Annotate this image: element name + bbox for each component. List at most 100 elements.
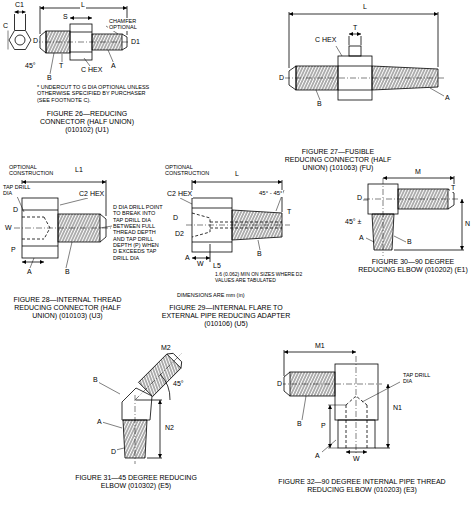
dimension-label: D	[32, 37, 39, 45]
fusible-reducing-connector-fu-part	[338, 90, 372, 91]
flare-to-pipe-adapter-u5-part	[210, 244, 211, 262]
dimension-label: N1	[392, 404, 403, 412]
90-degree-reducing-elbow-e1-part	[366, 238, 374, 242]
internal-thread-reducing-connector-u3-part	[14, 228, 112, 229]
flare-to-pipe-adapter-u5	[180, 180, 290, 262]
dimension-label: D	[12, 206, 19, 214]
note-label: TAP DRILL DIA	[2, 184, 36, 197]
45-degree-reducing-elbow-e5-part	[116, 448, 124, 450]
part-label: B	[92, 376, 99, 384]
reducing-connector-u1-part	[50, 53, 54, 74]
flare-to-pipe-adapter-u5-part	[186, 225, 290, 226]
90-degree-internal-pipe-elbow-e3-part	[302, 396, 306, 420]
part-label: A	[96, 418, 103, 426]
dimension-label: D	[172, 214, 179, 222]
90-degree-reducing-elbow-e1-part	[383, 178, 384, 256]
dimension-label: D	[356, 194, 363, 202]
dimension-label: L1	[74, 166, 84, 174]
reducing-connector-u1-part	[15, 12, 26, 13]
note-label: CHAMFER OPTIONAL	[108, 18, 150, 31]
note-label: OPTIONAL CONSTRUCTION	[164, 164, 226, 177]
part-label: A	[26, 268, 33, 276]
45-degree-reducing-elbow-e5-part	[135, 395, 136, 464]
part-label: B	[296, 420, 303, 428]
dimension-label: C1	[14, 1, 25, 9]
90-degree-reducing-elbow-e1-part	[462, 199, 463, 250]
reducing-connector-u1-part	[34, 42, 132, 43]
90-degree-reducing-elbow-e1-part	[383, 178, 454, 179]
reducing-connector-u1-part	[62, 54, 63, 62]
dimension-label: P	[10, 246, 17, 254]
figure-caption: FIGURE 27—FUSIBLE REDUCING CONNECTOR (HA…	[282, 148, 394, 172]
internal-thread-reducing-connector-u3-part	[100, 226, 112, 228]
angle-label: 45°	[24, 62, 37, 70]
90-degree-internal-pipe-elbow-e3-part	[284, 352, 356, 353]
90-degree-internal-pipe-elbow-e3-part	[328, 448, 338, 449]
dimension-label: M2	[160, 344, 172, 352]
90-degree-internal-pipe-elbow-e3-part	[284, 350, 285, 376]
reducing-connector-u1-part	[9, 31, 31, 50]
dimension-label: D1	[130, 38, 141, 46]
flare-to-pipe-adapter-u5-part	[192, 208, 232, 209]
90-degree-internal-pipe-elbow-e3-part	[356, 356, 357, 454]
45-degree-reducing-elbow-e5-part	[102, 422, 122, 428]
note-label: 1.6 (0.062) MIN ON SIZES WHERE D2 VALUES…	[214, 272, 312, 284]
footnote: * UNDERCUT TO G DIA OPTIONAL UNLESS OTHE…	[36, 84, 158, 103]
fusible-reducing-connector-fu-part	[349, 46, 361, 56]
fusible-reducing-connector-fu-part	[349, 36, 350, 45]
dimension-label: L	[80, 1, 86, 9]
note-label: TAP DRILL DIA	[402, 372, 440, 385]
45-degree-reducing-elbow-e5-part	[98, 382, 120, 394]
reducing-connector-u1-part	[92, 34, 122, 50]
dimension-label: T	[286, 208, 292, 216]
fusible-reducing-connector-fu-part	[336, 46, 342, 56]
fusible-reducing-connector-fu-part	[289, 14, 438, 15]
flare-to-pipe-adapter-u5-part	[192, 182, 282, 183]
fusible-reducing-connector-fu-part	[316, 90, 320, 100]
fusible-reducing-connector-fu-part	[284, 78, 444, 79]
part-label: A	[358, 234, 365, 242]
fusible-reducing-connector-fu-part	[338, 66, 372, 67]
dimension-label: T	[352, 24, 358, 32]
90-degree-internal-pipe-elbow-e3-part	[280, 384, 382, 385]
90-degree-internal-pipe-elbow-e3-part	[346, 452, 367, 453]
90-degree-reducing-elbow-e1-part	[364, 199, 460, 200]
90-degree-internal-pipe-elbow-e3-part	[330, 405, 331, 448]
flare-to-pipe-adapter-u5-part	[258, 240, 260, 250]
part-label: B	[64, 268, 71, 276]
internal-thread-reducing-connector-u3-part	[22, 210, 58, 211]
dimension-label: D2	[174, 230, 185, 238]
dimension-label: D	[276, 380, 283, 388]
note-label: D DIA DRILL POINT TO BREAK INTO TAP DRIL…	[112, 204, 164, 261]
dimension-label: L	[362, 3, 368, 11]
internal-thread-reducing-connector-u3-part	[60, 198, 88, 205]
dimension-label: P	[320, 422, 327, 430]
dimension-label: C	[2, 22, 9, 30]
internal-thread-reducing-connector-u3-part	[22, 246, 58, 247]
note-label: OPTIONAL CONSTRUCTION	[8, 164, 70, 177]
90-degree-internal-pipe-elbow-e3-part	[388, 384, 389, 448]
45-degree-reducing-elbow-e5	[98, 351, 184, 464]
figure-caption: FIGURE 32—90 DEGREE INTERNAL PIPE THREAD…	[276, 478, 448, 494]
dimension-label: W	[4, 224, 13, 232]
reducing-connector-u1-part	[15, 35, 25, 45]
part-label: C HEX	[80, 66, 103, 74]
internal-thread-reducing-connector-u3-part	[106, 180, 107, 216]
part-label: C HEX	[314, 36, 337, 44]
figure-caption: FIGURE 31—45 DEGREE REDUCING ELBOW (0103…	[70, 474, 202, 490]
90-degree-internal-pipe-elbow-e3-part	[346, 405, 347, 448]
internal-thread-reducing-connector-u3-part	[22, 182, 106, 183]
part-label: A	[314, 452, 321, 460]
90-degree-internal-pipe-elbow-e3-part	[362, 382, 400, 402]
dimension-label: T	[58, 62, 64, 70]
90-degree-reducing-elbow-e1	[360, 176, 464, 256]
reducing-connector-u1-part	[70, 18, 92, 19]
figure-caption: FIGURE 28—INTERNAL THREAD REDUCING CONNE…	[4, 296, 131, 320]
reducing-connector-u1-part	[8, 31, 9, 50]
part-label: B	[406, 238, 413, 246]
45-degree-reducing-elbow-e5-part	[122, 388, 152, 420]
45-degree-reducing-elbow-e5-part	[136, 400, 162, 401]
reducing-connector-u1-part	[70, 32, 92, 33]
90-degree-internal-pipe-elbow-e3-part	[367, 405, 368, 448]
internal-thread-reducing-connector-u3-part	[22, 239, 44, 240]
